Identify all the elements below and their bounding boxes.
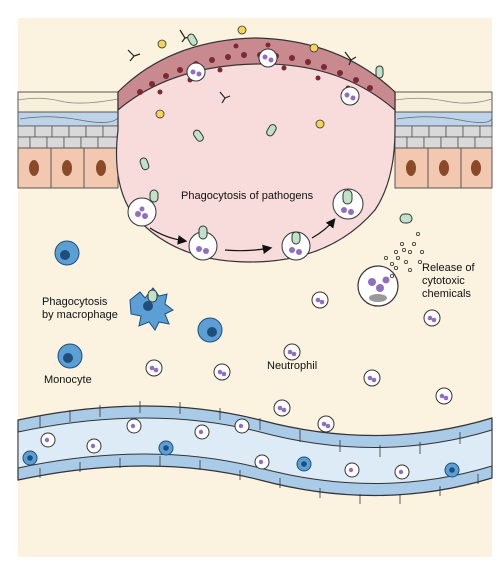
macrophage xyxy=(129,287,174,331)
phagocytosis-sequence xyxy=(127,188,364,261)
tissue-neutrophils xyxy=(145,291,453,433)
skin-layers-left xyxy=(17,91,119,127)
bacteria-dots xyxy=(137,42,373,95)
label-phagocytosis-by-macrophage: Phagocytosis by macrophage xyxy=(42,296,142,322)
label-release-of-cytotoxic-chemicals: Release of cytotoxic chemicals xyxy=(422,262,492,301)
label-monocyte: Monocyte xyxy=(44,374,92,386)
vessel-cells xyxy=(22,418,460,480)
free-pathogens xyxy=(139,33,384,171)
grey-cells-right xyxy=(394,125,493,149)
label-release-line-1: Release of xyxy=(422,262,475,274)
skin-layers-right xyxy=(394,91,493,127)
label-release-line-2: cytotoxic xyxy=(422,275,465,287)
epithelial-cells-left xyxy=(17,147,119,189)
degranulating-neutrophil xyxy=(357,213,424,307)
grey-cells-left xyxy=(17,125,119,149)
yellow-particles xyxy=(155,25,325,129)
epithelial-cells-right xyxy=(394,147,493,189)
label-macrophage-line-2: by macrophage xyxy=(42,309,118,321)
label-neutrophil: Neutrophil xyxy=(267,360,318,372)
monocytes xyxy=(54,240,223,369)
label-macrophage-line-1: Phagocytosis xyxy=(42,296,108,308)
neutrophils-in-scab xyxy=(186,48,360,106)
label-release-line-3: chemicals xyxy=(422,288,471,300)
label-phagocytosis-of-pathogens: Phagocytosis of pathogens xyxy=(181,190,314,202)
